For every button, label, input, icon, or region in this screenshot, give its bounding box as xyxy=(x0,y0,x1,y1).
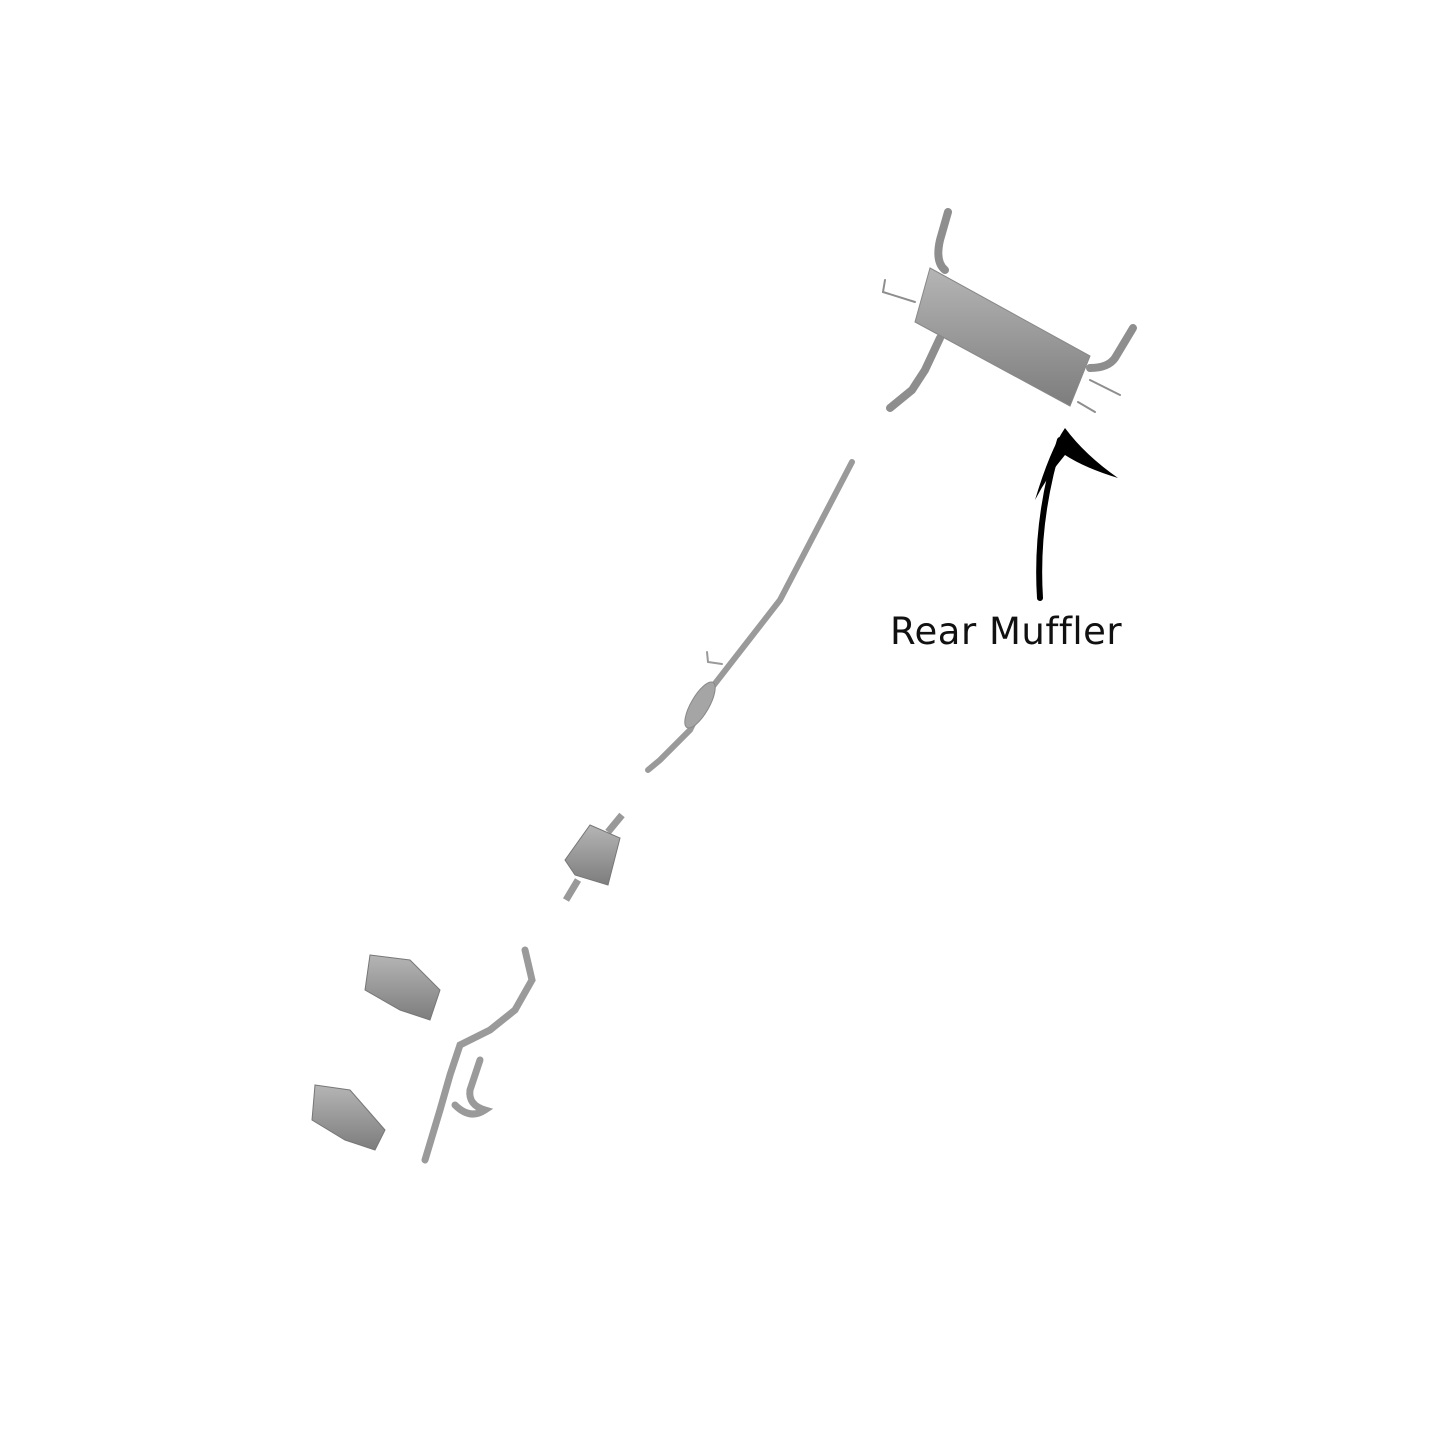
arrow-icon xyxy=(1035,428,1118,601)
rear-muffler xyxy=(881,208,1137,413)
exhaust-manifold-upper xyxy=(364,954,441,1021)
rear-muffler-label: Rear Muffler xyxy=(890,610,1123,653)
front-pipe xyxy=(421,946,536,1164)
catalytic-converter xyxy=(562,812,625,902)
exhaust-manifold-lower xyxy=(311,1084,386,1151)
intermediate-pipe xyxy=(645,459,855,773)
